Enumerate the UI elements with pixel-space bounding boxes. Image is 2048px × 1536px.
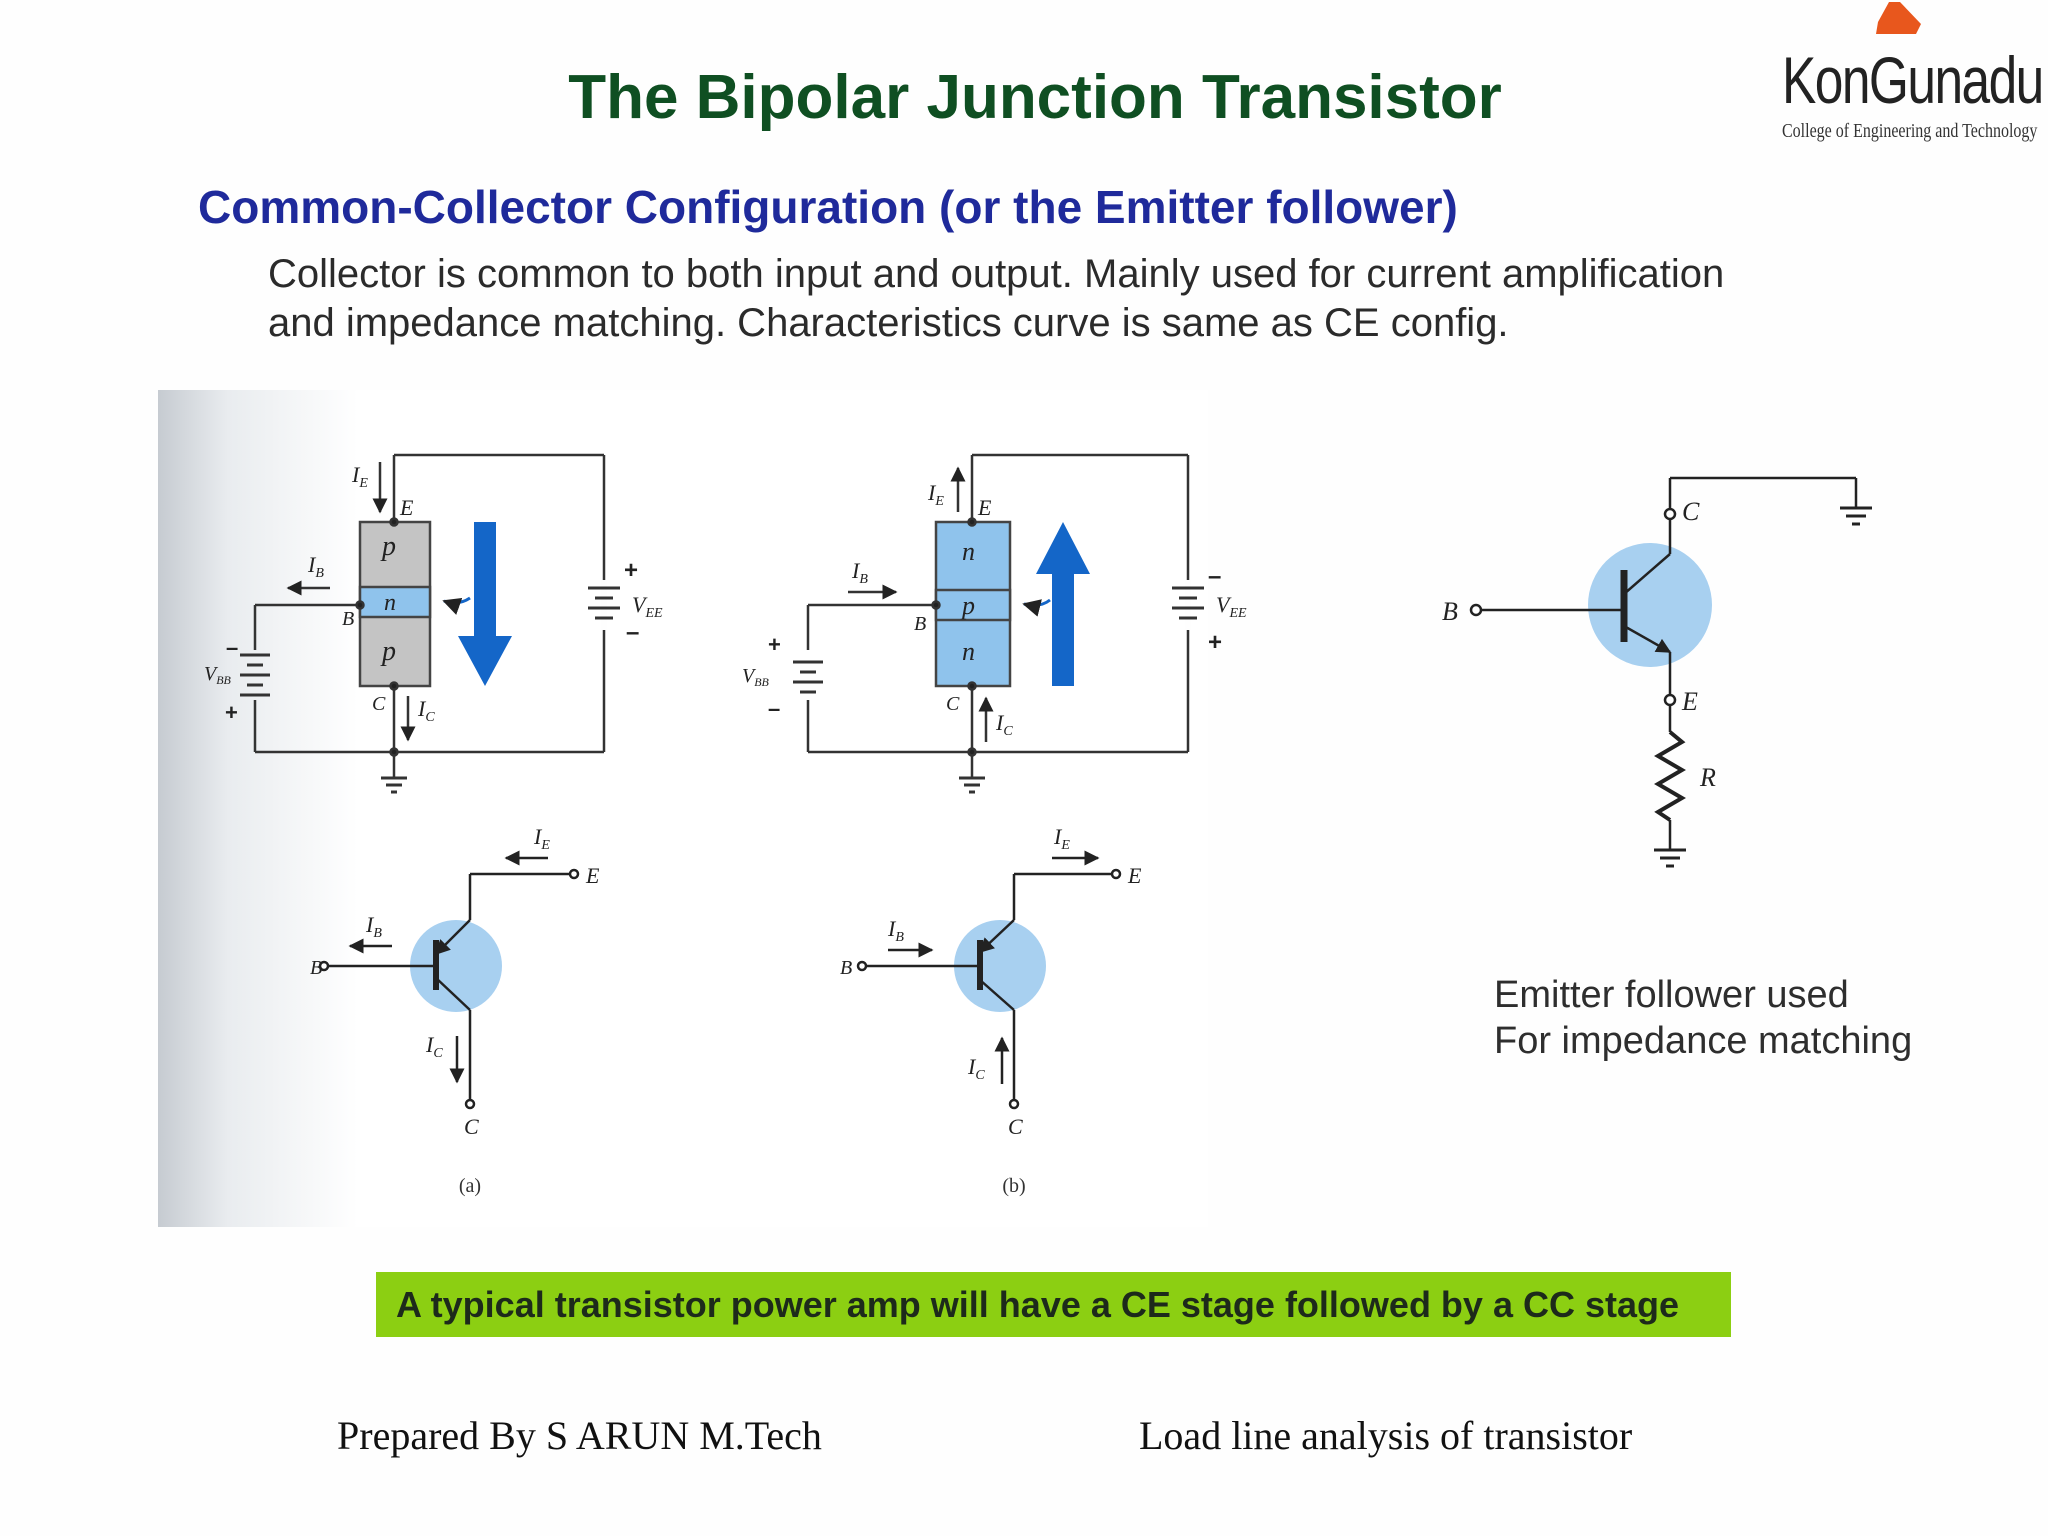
diagram-panel-background — [158, 390, 1208, 1227]
emitter-label: E — [1681, 687, 1698, 716]
ic-label: IC — [417, 696, 435, 725]
npn-labels: n p n E B C IE IB IC VBB + – VEE – + — [742, 480, 1247, 739]
highlight-banner: A typical transistor power amp will have… — [376, 1272, 1731, 1337]
emitter-label: E — [585, 863, 600, 888]
npn-symbol — [856, 850, 1122, 1110]
vee-minus: – — [626, 619, 639, 646]
vee-battery-icon — [588, 586, 620, 620]
collector-label: C — [372, 693, 386, 715]
note-line: Emitter follower used — [1494, 974, 1849, 1016]
vee-label: VEE — [632, 592, 663, 621]
caption-b: (b) — [1002, 1175, 1025, 1197]
ground-icon — [1840, 506, 1872, 526]
vbb-battery-icon — [240, 653, 270, 697]
resistor-icon — [1654, 730, 1686, 822]
logo-tagline: College of Engineering and Technology — [1782, 120, 2038, 142]
pnp-symbol-labels: E B C IE IB IC (a) — [310, 824, 600, 1197]
layer-label: n — [962, 637, 975, 666]
college-logo: KonGunadu College of Engineering and Tec… — [1770, 0, 2044, 160]
ground-icon — [1654, 848, 1686, 868]
vee-label: VEE — [1216, 592, 1247, 621]
ground-icon — [381, 776, 407, 794]
vbb-label: VBB — [742, 665, 770, 689]
small-blue-arrow-icon — [442, 596, 471, 615]
ie-label: IE — [927, 480, 944, 509]
collector-label: C — [1682, 497, 1700, 526]
pnp-base-layer — [358, 585, 432, 619]
ib-label: IB — [307, 552, 324, 581]
layer-label: n — [962, 537, 975, 566]
current-direction-arrow-icon — [1036, 522, 1090, 686]
base-label: B — [342, 608, 354, 630]
layer-label: p — [960, 591, 975, 620]
emitter-label: E — [399, 495, 414, 520]
vee-battery-icon — [1172, 586, 1204, 620]
description: Collector is common to both input and ou… — [268, 250, 1724, 348]
ic-label: IC — [425, 1032, 443, 1061]
emitter-follower-labels: C B E R — [1442, 497, 1716, 792]
collector-label: C — [1008, 1114, 1023, 1139]
ie-label: IE — [1053, 824, 1070, 853]
base-label: B — [1442, 597, 1458, 626]
small-blue-arrow-icon — [1022, 598, 1051, 617]
roof-icon — [1876, 2, 1921, 34]
footer-author: Prepared By S ARUN M.Tech — [337, 1413, 822, 1458]
base-label: B — [914, 613, 926, 635]
ic-label: IC — [995, 710, 1013, 739]
logo-name: KonGunadu — [1782, 43, 2044, 117]
npn-symbol-labels: E B C IE IB IC (b) — [840, 824, 1142, 1197]
vbb-plus: + — [768, 632, 781, 657]
ib-label: IB — [851, 558, 868, 587]
footer-topic: Load line analysis of transistor — [1139, 1413, 1633, 1458]
layer-label: p — [380, 531, 396, 562]
pnp-symbol — [318, 850, 580, 1110]
ib-label: IB — [887, 916, 904, 945]
slide-subtitle: Common-Collector Configuration (or the E… — [198, 181, 1458, 233]
base-label: B — [310, 957, 322, 979]
ie-label: IE — [533, 824, 550, 853]
pnp-circuit-diagram — [240, 453, 620, 794]
current-direction-arrow-icon — [458, 522, 512, 686]
emitter-label: E — [1127, 863, 1142, 888]
ic-label: IC — [967, 1054, 985, 1083]
pnp-labels: p n p E B C IE IB IC VBB – + VEE + – — [204, 462, 663, 725]
ground-icon — [959, 776, 985, 794]
base-label: B — [840, 957, 852, 979]
transistor-circle — [1588, 543, 1712, 667]
ib-label: IB — [365, 912, 382, 941]
emitter-arrow-icon — [434, 919, 471, 956]
emitter-arrow-icon — [1623, 624, 1672, 654]
npn-circuit-diagram — [793, 453, 1204, 794]
emitter-follower-note: Emitter follower used For impedance matc… — [1494, 972, 1912, 1064]
vee-plus: + — [624, 557, 638, 584]
slide-title: The Bipolar Junction Transistor — [568, 63, 1502, 132]
vbb-label: VBB — [204, 663, 232, 687]
emitter-label: E — [977, 495, 992, 520]
vbb-minus: – — [768, 696, 780, 721]
caption-a: (a) — [459, 1175, 481, 1197]
vee-plus: + — [1208, 629, 1222, 656]
collector-label: C — [464, 1114, 479, 1139]
vbb-minus: – — [226, 635, 238, 660]
layer-label: p — [380, 636, 396, 667]
vbb-plus: + — [225, 700, 238, 725]
collector-label: C — [946, 693, 960, 715]
description-line: Collector is common to both input and ou… — [268, 252, 1725, 296]
vbb-battery-icon — [793, 660, 823, 694]
layer-label: n — [384, 590, 396, 616]
vee-minus: – — [1208, 563, 1221, 590]
resistor-label: R — [1699, 763, 1716, 792]
note-line: For impedance matching — [1494, 1020, 1913, 1062]
emitter-follower-diagram — [1469, 476, 1872, 868]
ie-label: IE — [351, 462, 368, 491]
description-line: and impedance matching. Characteristics … — [268, 301, 1509, 345]
